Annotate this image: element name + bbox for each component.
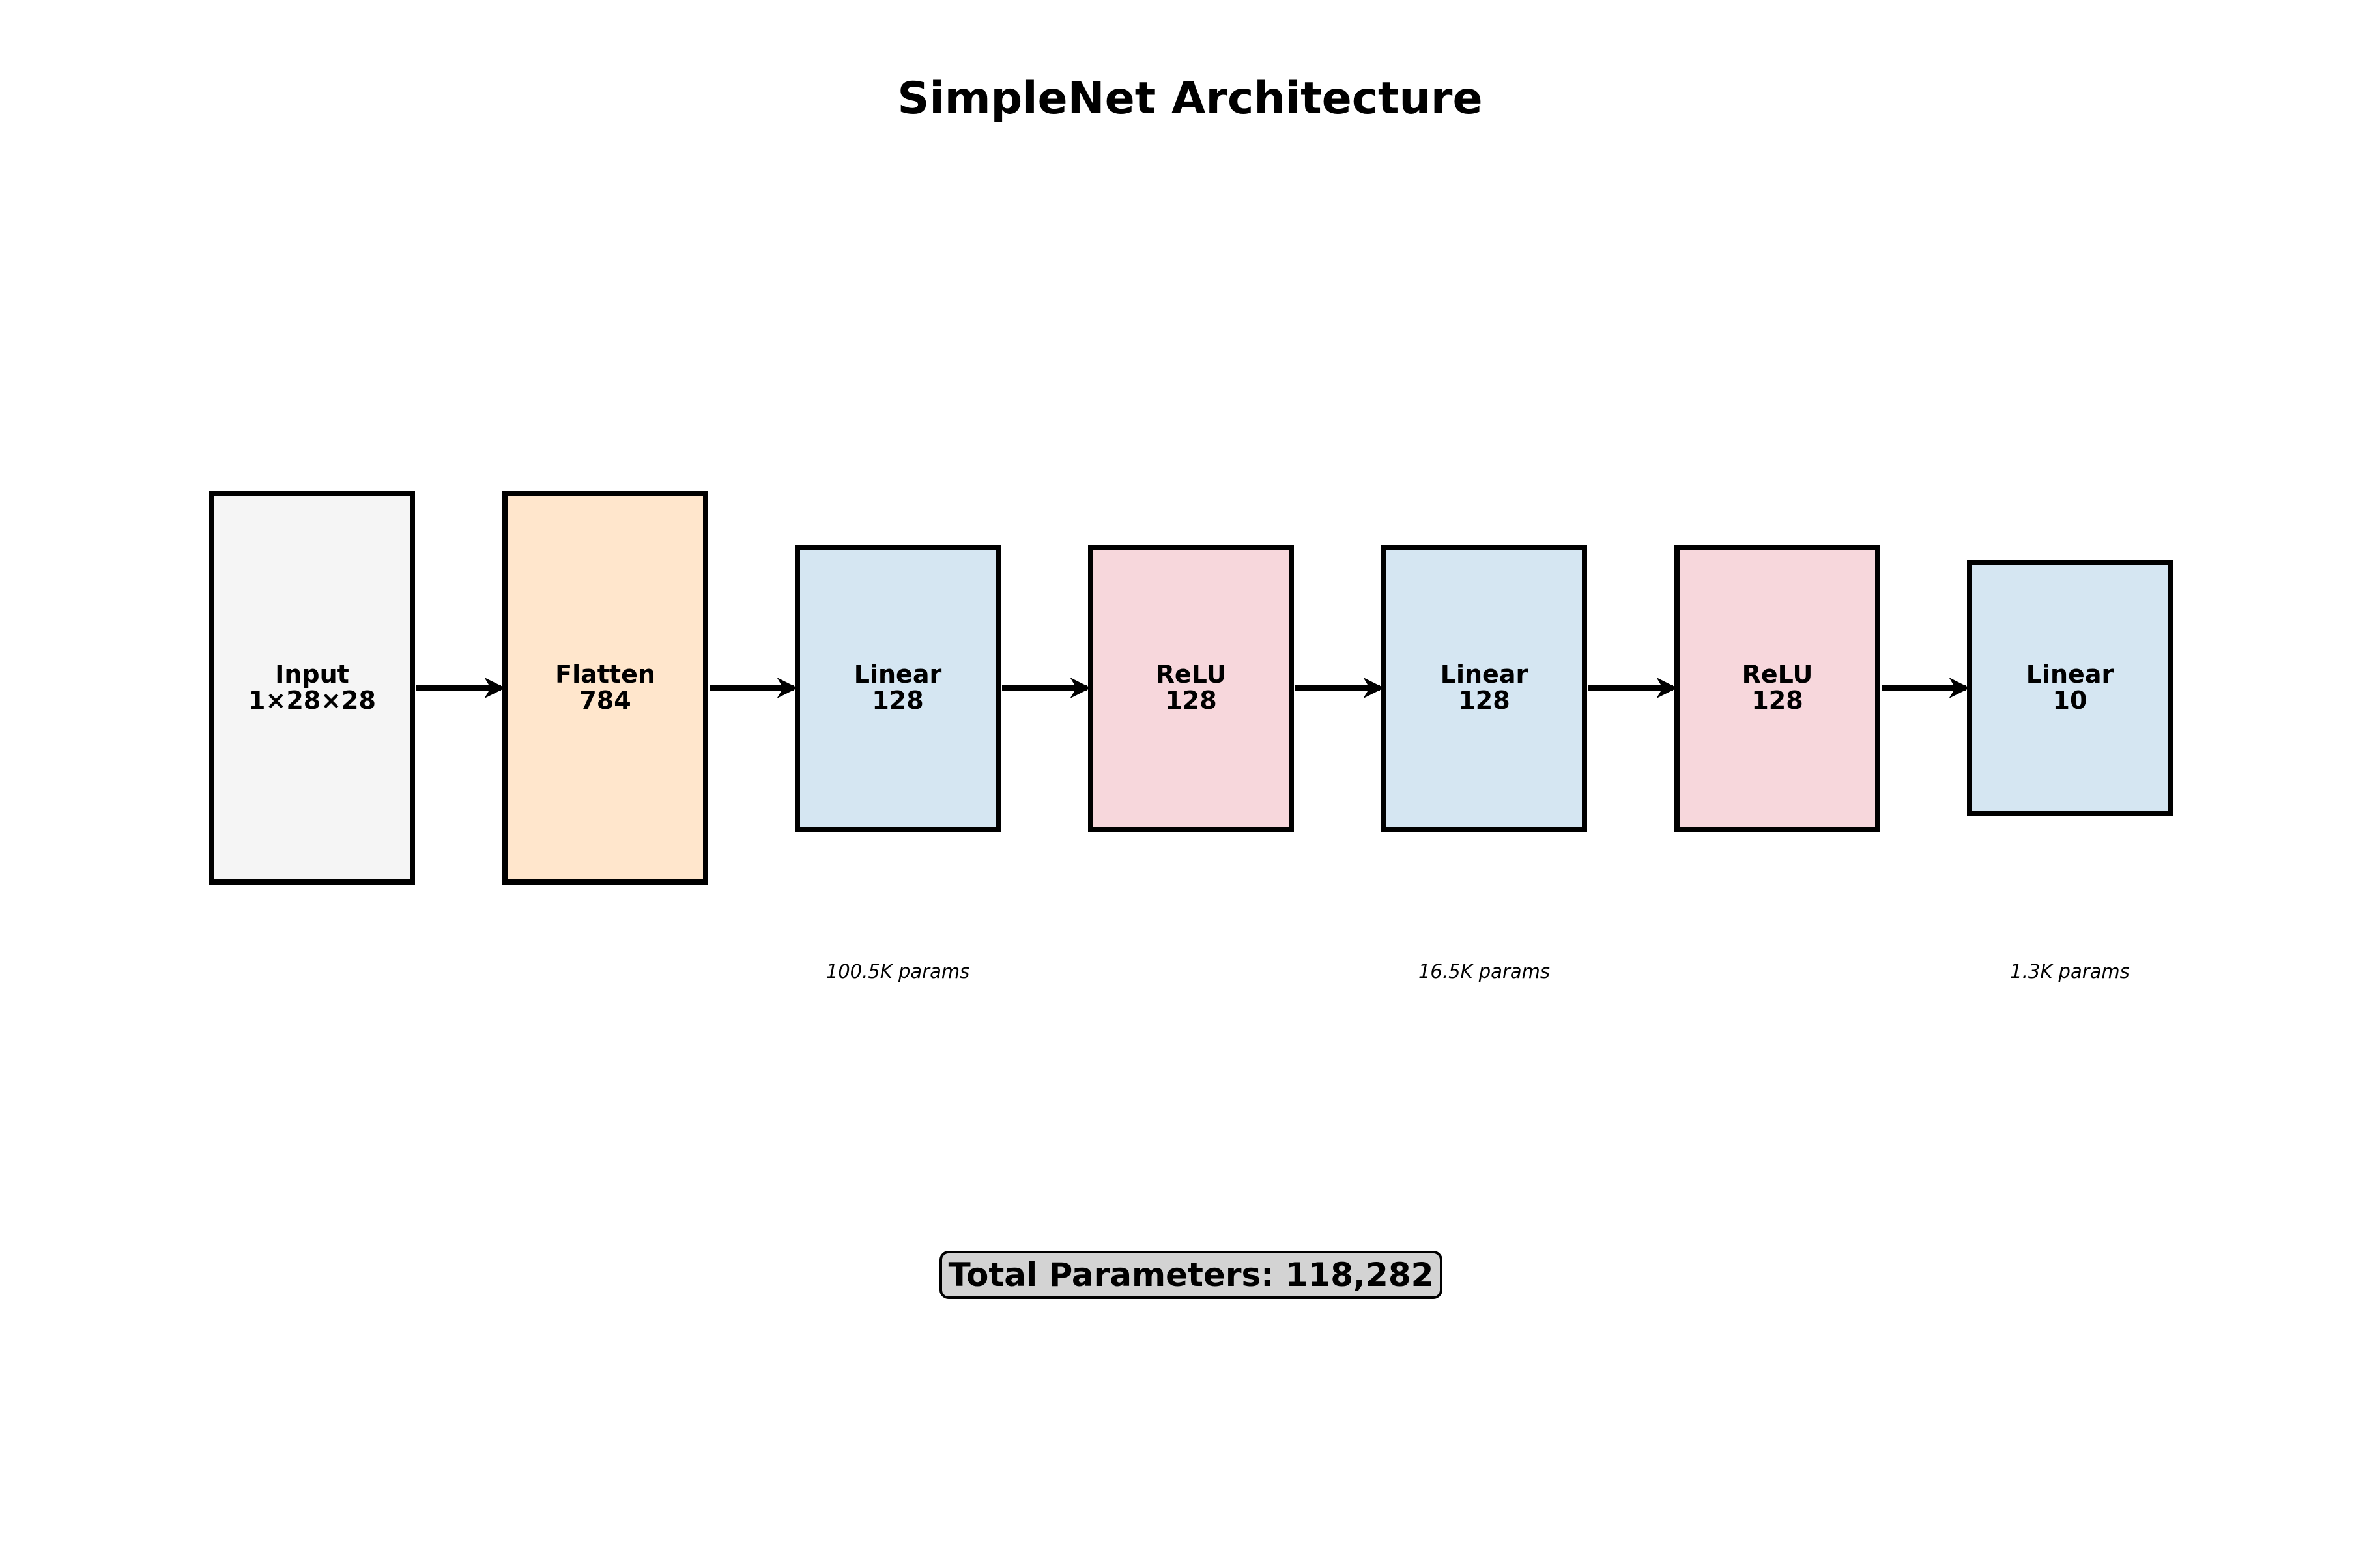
layer-box [1967,560,2173,816]
total-parameters-box: Total Parameters: 118,282 [939,1251,1442,1299]
layer-box [1381,545,1587,832]
layer-size: 128 [872,686,923,715]
diagram-title: SimpleNet Architecture [897,73,1483,124]
layer-name: ReLU [1156,660,1227,689]
layer-size: 128 [1751,686,1803,715]
layer-name: Linear [854,660,942,689]
layer-params-label: 100.5K params [826,960,970,982]
layer-size: 128 [1165,686,1216,715]
layer-size: 10 [2053,686,2087,715]
layer-size: 784 [579,686,631,715]
layer-name: Linear [2026,660,2114,689]
layer-box [502,491,708,885]
layer-name: Flatten [555,660,655,689]
layer-box [1674,545,1880,832]
layer-box [1088,545,1294,832]
layer-box [209,491,415,885]
layer-name: Linear [1441,660,1528,689]
layer-name: ReLU [1742,660,1813,689]
layer-size: 128 [1458,686,1510,715]
layer-params-label: 1.3K params [2010,960,2130,982]
layer-name: Input [275,660,349,689]
layer-params-label: 16.5K params [1418,960,1550,982]
layer-size: 1×28×28 [248,686,376,715]
layer-box [795,545,1001,832]
